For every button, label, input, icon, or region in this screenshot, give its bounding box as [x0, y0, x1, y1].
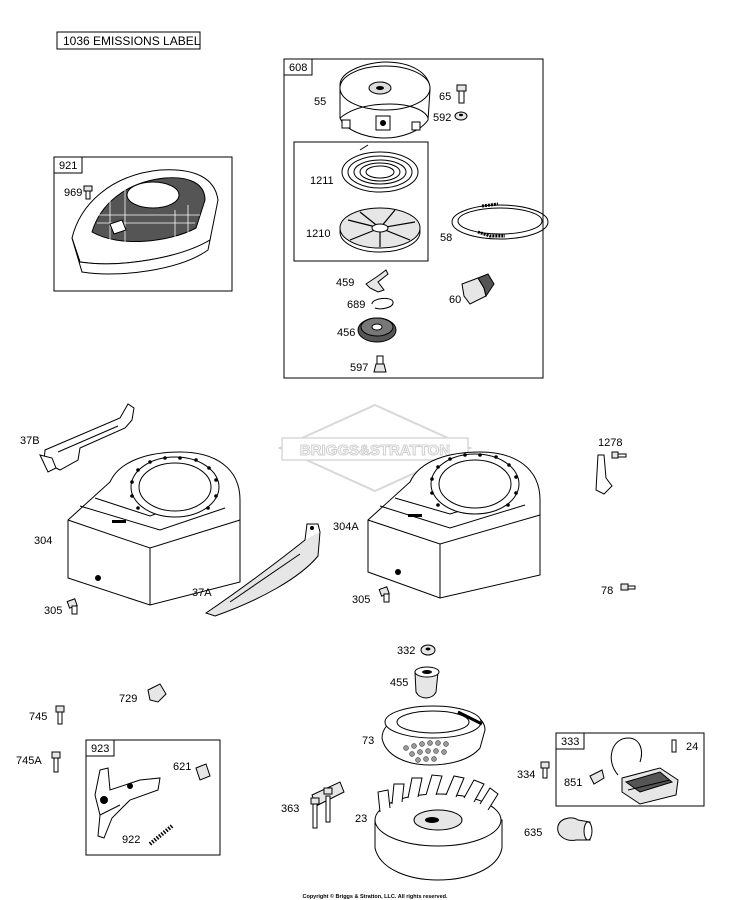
part-label-455[interactable]: 455	[390, 677, 408, 689]
part-37B-air-guide[interactable]	[39, 403, 135, 473]
part-label-37A[interactable]: 37A	[192, 587, 212, 599]
kit-box-923[interactable]: 923	[85, 739, 221, 856]
part-label-55[interactable]: 55	[314, 96, 326, 108]
part-1278-screw[interactable]	[611, 451, 627, 459]
part-60-handle[interactable]	[461, 273, 495, 305]
copyright-text: Copyright © Briggs & Stratton, LLC. All …	[302, 893, 448, 900]
part-304-blower-housing[interactable]	[67, 451, 241, 606]
part-label-851[interactable]: 851	[564, 777, 582, 789]
part-label-1278[interactable]: 1278	[598, 437, 622, 449]
part-363-bracket-screws[interactable]	[310, 781, 345, 829]
part-745-bolt[interactable]	[55, 705, 65, 725]
part-1211-rewind-spring[interactable]	[341, 144, 419, 193]
kit-label-921: 921	[59, 160, 77, 172]
part-592-nut[interactable]	[454, 111, 468, 121]
part-23-flywheel[interactable]	[374, 774, 503, 881]
part-label-334[interactable]: 334	[517, 769, 535, 781]
part-24-armature[interactable]	[610, 737, 679, 805]
part-689-retainer-ring[interactable]	[371, 297, 394, 310]
part-635-spark-plug-boot[interactable]	[557, 817, 593, 841]
part-332-nut[interactable]	[420, 644, 436, 656]
part-923-governor-control[interactable]	[94, 767, 161, 839]
part-label-729[interactable]: 729	[119, 693, 137, 705]
kit-label-608: 608	[289, 62, 307, 74]
watermark-logo: BRIGGS&STRATTON	[277, 403, 473, 493]
part-label-304A[interactable]: 304A	[333, 521, 359, 533]
part-label-621[interactable]: 621	[173, 761, 191, 773]
part-745A-bolt[interactable]	[51, 751, 61, 773]
emissions-label-box[interactable]: 1036 EMISSIONS LABEL	[56, 31, 201, 50]
part-label-745[interactable]: 745	[29, 711, 47, 723]
part-label-456[interactable]: 456	[337, 327, 355, 339]
kit-label-333: 333	[561, 736, 579, 748]
part-729-clip[interactable]	[147, 683, 167, 703]
part-922-spring[interactable]	[148, 824, 174, 846]
part-921-blower-cover[interactable]	[71, 169, 219, 275]
part-label-689[interactable]: 689	[347, 299, 365, 311]
kit-box-608[interactable]: 608	[283, 58, 544, 379]
part-label-60[interactable]: 60	[449, 294, 461, 306]
emissions-label-text: 1036 EMISSIONS LABEL	[63, 34, 201, 48]
part-label-73[interactable]: 73	[362, 735, 374, 747]
part-label-922[interactable]: 922	[122, 834, 140, 846]
part-55-starter-housing[interactable]	[339, 61, 431, 139]
part-label-24[interactable]: 24	[686, 741, 698, 753]
part-851-terminal[interactable]	[589, 769, 605, 785]
part-label-363[interactable]: 363	[281, 803, 299, 815]
part-305-bolt-right[interactable]	[378, 586, 390, 603]
part-label-635[interactable]: 635	[524, 827, 542, 839]
part-304A-blower-housing[interactable]	[367, 451, 541, 599]
part-label-37B[interactable]: 37B	[20, 435, 40, 447]
part-597-screw[interactable]	[373, 355, 387, 373]
part-78-screw[interactable]	[620, 583, 636, 591]
part-1210-pulley[interactable]	[339, 207, 421, 253]
part-305-bolt-left[interactable]	[66, 598, 78, 615]
part-58-rope[interactable]	[451, 202, 549, 240]
kit-box-333[interactable]: 333	[555, 732, 705, 807]
part-label-332[interactable]: 332	[397, 645, 415, 657]
part-label-304[interactable]: 304	[34, 535, 52, 547]
part-label-592[interactable]: 592	[433, 112, 451, 124]
part-459-pawl[interactable]	[365, 269, 389, 293]
kit-box-921[interactable]: 921	[53, 156, 233, 292]
sub-box-1210-1211	[293, 141, 429, 262]
part-label-969[interactable]: 969	[64, 187, 82, 199]
kit-label-923: 923	[91, 743, 109, 755]
part-621-clip[interactable]	[195, 763, 211, 781]
part-label-745A[interactable]: 745A	[16, 755, 42, 767]
watermark-text: BRIGGS&STRATTON	[300, 442, 450, 459]
part-969-screw[interactable]	[83, 185, 93, 200]
part-label-597[interactable]: 597	[350, 362, 368, 374]
part-label-58[interactable]: 58	[440, 232, 452, 244]
part-label-459[interactable]: 459	[336, 277, 354, 289]
part-456-ratchet[interactable]	[357, 317, 397, 343]
part-label-78[interactable]: 78	[601, 585, 613, 597]
part-label-305-left[interactable]: 305	[44, 605, 62, 617]
part-65-bolt[interactable]	[456, 84, 467, 104]
part-73-screen[interactable]	[381, 705, 486, 766]
part-455-starter-cup[interactable]	[414, 666, 440, 699]
part-label-1210[interactable]: 1210	[306, 228, 330, 240]
part-label-65[interactable]: 65	[439, 91, 451, 103]
part-37A-air-guide[interactable]	[204, 523, 321, 617]
part-label-305-right[interactable]: 305	[352, 594, 370, 606]
part-334-screw[interactable]	[540, 761, 550, 779]
part-label-23[interactable]: 23	[355, 813, 367, 825]
part-1278-bracket[interactable]	[595, 454, 613, 495]
part-label-1211[interactable]: 1211	[310, 175, 334, 187]
